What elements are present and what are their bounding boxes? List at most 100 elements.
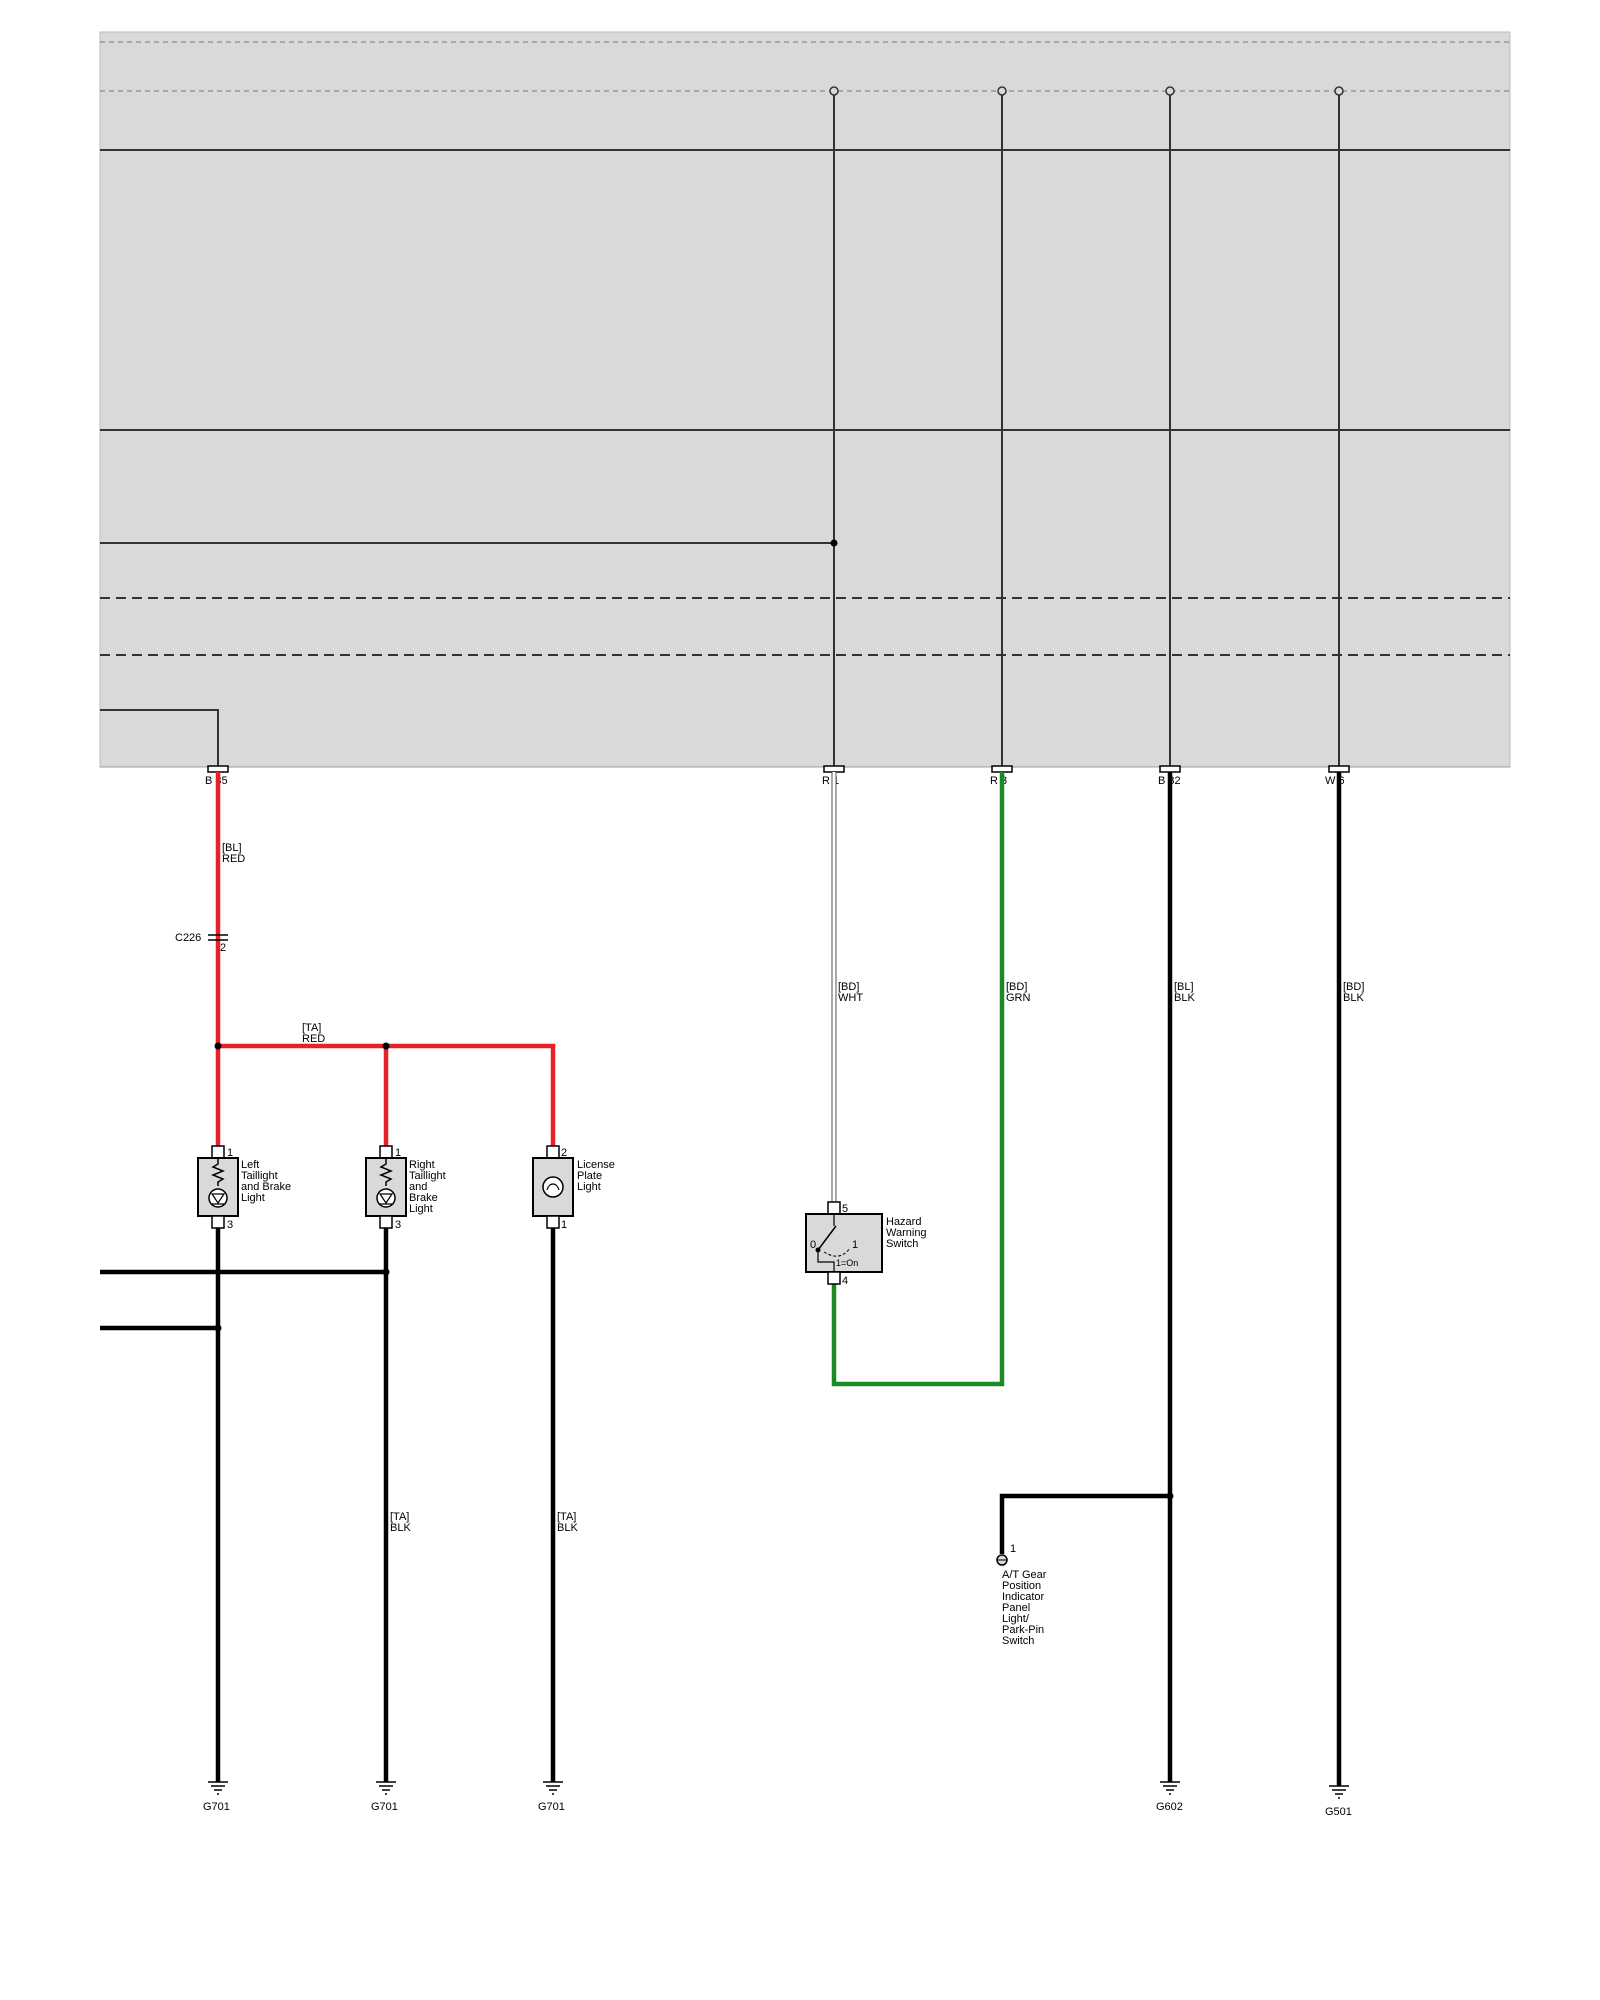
left-taillight[interactable]: 1 3 Left Taillight and Brake Light xyxy=(197,1145,294,1231)
pin-label-r1: R 1 xyxy=(822,775,839,787)
left-taillight-label: Left Taillight and Brake Light xyxy=(241,1159,294,1204)
resistor-icon xyxy=(210,1158,226,1186)
terminal-circle-r3 xyxy=(997,86,1007,96)
license-plate-light[interactable]: 2 1 License Plate Light xyxy=(532,1145,618,1231)
pin-b32[interactable] xyxy=(1159,765,1181,773)
splice-dot-red-left xyxy=(214,1042,222,1050)
ground-icon xyxy=(1329,1785,1349,1799)
park-pin-pin-label: 1 xyxy=(1010,1543,1016,1555)
ground-icon xyxy=(376,1781,396,1795)
connector-c226[interactable]: C226 2 xyxy=(175,932,228,954)
right-taillight-pin-bottom xyxy=(379,1215,393,1229)
pin-label-w6: W 6 xyxy=(1325,775,1345,787)
hazard-switch-pin-bottom-label: 4 xyxy=(842,1275,848,1287)
ground-label-g701-right: G701 xyxy=(538,1801,565,1813)
switch-blade-icon xyxy=(817,1225,837,1251)
ground-g602: G602 xyxy=(1156,1781,1183,1813)
right-taillight-pin-bottom-label: 3 xyxy=(395,1219,401,1231)
wire-label-bl-blk-color: BLK xyxy=(1174,992,1195,1004)
park-pin-circuit: [BL] BLK 1 A/T Gear Position Indicator P… xyxy=(996,772,1364,1786)
ground-label-g602: G602 xyxy=(1156,1801,1183,1813)
control-module-body xyxy=(99,31,1511,768)
hazard-warning-switch[interactable]: 0 1 1=On 5 4 Hazard Warning Switch xyxy=(805,1201,930,1287)
hazard-switch-state-off: 0 xyxy=(810,1239,816,1251)
wire-label-ta-blk-2-color: BLK xyxy=(557,1522,578,1534)
pin-w6[interactable] xyxy=(1328,765,1350,773)
resistor-icon xyxy=(378,1158,394,1186)
pin-r3[interactable] xyxy=(991,765,1013,773)
wire-ta-red-bus[interactable] xyxy=(218,1043,556,1148)
hazard-switch-legend: 1=On xyxy=(836,1258,858,1268)
wire-label-ta-blk-2-harness: [TA] xyxy=(557,1511,576,1523)
wire-label-bd-blk-color: BLK xyxy=(1343,992,1364,1004)
ground-icon xyxy=(208,1781,228,1795)
license-light-pin-top-label: 2 xyxy=(561,1147,567,1159)
ground-icon xyxy=(1160,1781,1180,1795)
park-pin-switch-label: A/T Gear Position Indicator Panel Light/… xyxy=(1002,1569,1050,1647)
splice-dot-red-mid xyxy=(382,1042,390,1050)
right-taillight[interactable]: 1 3 Right Taillight and Brake Light xyxy=(365,1145,449,1231)
wire-label-ta-blk-1-harness: [TA] xyxy=(390,1511,409,1523)
pin-r1[interactable] xyxy=(823,765,845,773)
red-circuit: [BL] RED C226 2 [TA] RED xyxy=(175,772,556,1148)
wire-label-bl-blk-harness: [BL] xyxy=(1174,981,1194,993)
ground-icon xyxy=(543,1781,563,1795)
control-module xyxy=(99,31,1511,768)
wire-label-bl-red-color: RED xyxy=(222,853,245,865)
light-ground-circuit: [TA] BLK [TA] BLK xyxy=(100,1228,578,1782)
module-internal-line-b35 xyxy=(100,709,219,767)
left-taillight-pin-top-label: 1 xyxy=(227,1147,233,1159)
hazard-circuit: [BD] WHT [BD] GRN 0 1 1=On 5 4 Hazard Wa… xyxy=(805,772,1031,1387)
license-light-label: License Plate Light xyxy=(577,1159,618,1193)
terminal-circle-b32 xyxy=(1165,86,1175,96)
hazard-switch-pin-bottom xyxy=(827,1271,841,1285)
park-pin-switch[interactable]: 1 A/T Gear Position Indicator Panel Ligh… xyxy=(996,1543,1050,1647)
terminal-circle-w6 xyxy=(1334,86,1344,96)
hazard-switch-pin-top xyxy=(827,1201,841,1215)
ground-g701-right: G701 xyxy=(538,1781,565,1813)
hazard-switch-state-on: 1 xyxy=(852,1239,858,1251)
c226-label: C226 xyxy=(175,932,201,944)
wire-label-bd-blk-harness: [BD] xyxy=(1343,981,1364,993)
wire-label-bd-wht-harness: [BD] xyxy=(838,981,859,993)
ground-g701-mid: G701 xyxy=(371,1781,398,1813)
c226-pin-label: 2 xyxy=(220,942,226,954)
switch-return-path xyxy=(817,1250,835,1272)
filament-icon xyxy=(546,1183,560,1191)
license-light-pin-bottom-label: 1 xyxy=(561,1219,567,1231)
wire-label-ta-blk-1-color: BLK xyxy=(390,1522,411,1534)
terminal-circle-r1 xyxy=(829,86,839,96)
switch-dashed-arc xyxy=(823,1247,851,1257)
pin-b35[interactable] xyxy=(207,765,229,773)
hazard-switch-label: Hazard Warning Switch xyxy=(886,1216,930,1250)
left-taillight-pin-bottom xyxy=(211,1215,225,1229)
wire-label-bd-wht-color: WHT xyxy=(838,992,863,1004)
hazard-switch-pin-top-label: 5 xyxy=(842,1203,848,1215)
diode-icon xyxy=(378,1193,394,1205)
wire-bd-grn[interactable] xyxy=(831,772,1005,1387)
splice-dot-ground-lower xyxy=(214,1324,222,1332)
splice-dot-internal xyxy=(830,539,838,547)
left-taillight-pin-bottom-label: 3 xyxy=(227,1219,233,1231)
right-taillight-label: Right Taillight and Brake Light xyxy=(409,1159,449,1215)
grounds: G701 G701 G701 G602 G501 xyxy=(203,1781,1352,1818)
ground-g701-left: G701 xyxy=(203,1781,230,1813)
bulb-icon xyxy=(542,1176,564,1198)
wire-label-ta-red-harness: [TA] xyxy=(302,1022,321,1034)
wire-park-pin-branch[interactable] xyxy=(999,1493,1170,1554)
license-light-pin-top xyxy=(546,1145,560,1159)
wire-label-bd-grn-harness: [BD] xyxy=(1006,981,1027,993)
ground-label-g701-left: G701 xyxy=(203,1801,230,1813)
license-light-pin-bottom xyxy=(546,1215,560,1229)
ground-label-g501: G501 xyxy=(1325,1806,1352,1818)
right-taillight-pin-top xyxy=(379,1145,393,1159)
pin-label-r3: R 3 xyxy=(990,775,1007,787)
wire-label-bl-red-harness: [BL] xyxy=(222,842,242,854)
module-pins: B 35 R 1 R 3 B 32 W 6 xyxy=(205,765,1350,787)
diode-icon xyxy=(210,1193,226,1205)
ground-g501: G501 xyxy=(1325,1785,1352,1818)
ground-label-g701-mid: G701 xyxy=(371,1801,398,1813)
wire-label-bd-grn-color: GRN xyxy=(1006,992,1031,1004)
left-taillight-pin-top xyxy=(211,1145,225,1159)
